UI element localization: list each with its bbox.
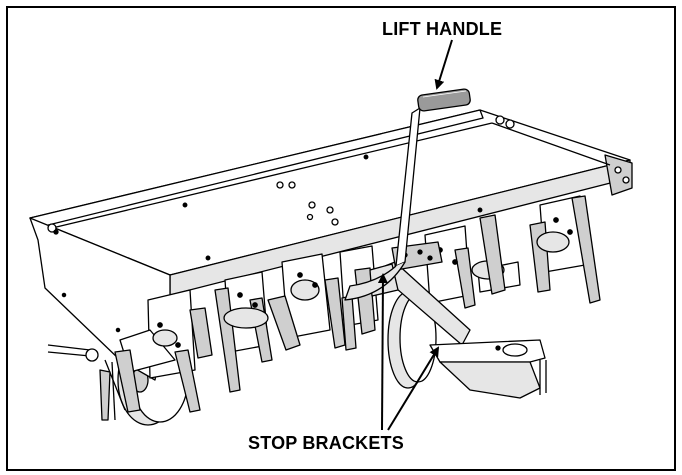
stop-bracket-leader-right (387, 346, 440, 431)
stop-bracket-leader-left (377, 273, 388, 431)
stop-brackets-label: STOP BRACKETS (248, 433, 404, 453)
callout-leaders (377, 39, 453, 431)
lift-handle-leader (434, 39, 453, 90)
lift-handle-label: LIFT HANDLE (382, 19, 503, 39)
handle-grip (417, 88, 471, 112)
right-drive-wheel (387, 291, 437, 389)
left-stub (47, 344, 99, 362)
tine-assemblies (99, 195, 601, 421)
